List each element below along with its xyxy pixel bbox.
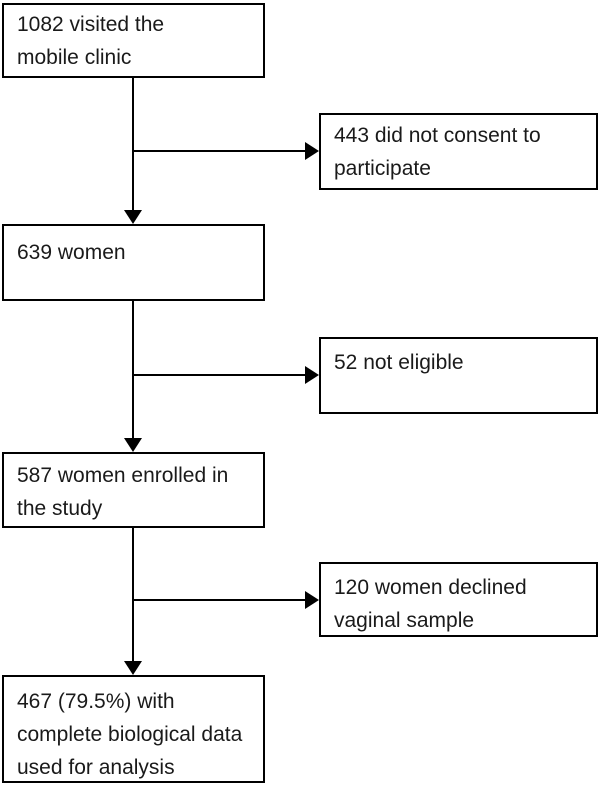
arrowhead-right-into-not-eligible <box>305 366 319 384</box>
branch-line-to-not-eligible <box>133 374 307 376</box>
exclusion-box-not-eligible: 52 not eligible <box>319 337 598 414</box>
exclusion-box-declined-sample: 120 women declined vaginal sample <box>319 562 598 637</box>
branch-line-to-no-consent <box>133 150 307 152</box>
connector-enrolled-to-analysis <box>132 528 134 662</box>
connector-women-to-enrolled <box>132 301 134 439</box>
connector-visited-to-women <box>132 78 134 211</box>
flow-box-enrolled: 587 women enrolled in the study <box>2 452 265 528</box>
arrowhead-down-into-enrolled <box>124 438 142 452</box>
branch-line-to-declined-sample <box>133 599 307 601</box>
exclusion-box-no-consent: 443 did not consent to participate <box>319 113 598 190</box>
arrowhead-down-into-women <box>124 210 142 224</box>
arrowhead-right-into-no-consent <box>305 142 319 160</box>
flow-box-analysis: 467 (79.5%) with complete biological dat… <box>2 675 265 783</box>
flow-box-visited-clinic: 1082 visited the mobile clinic <box>2 3 265 78</box>
flow-box-639-women: 639 women <box>2 224 265 301</box>
arrowhead-right-into-declined-sample <box>305 591 319 609</box>
arrowhead-down-into-analysis <box>124 661 142 675</box>
